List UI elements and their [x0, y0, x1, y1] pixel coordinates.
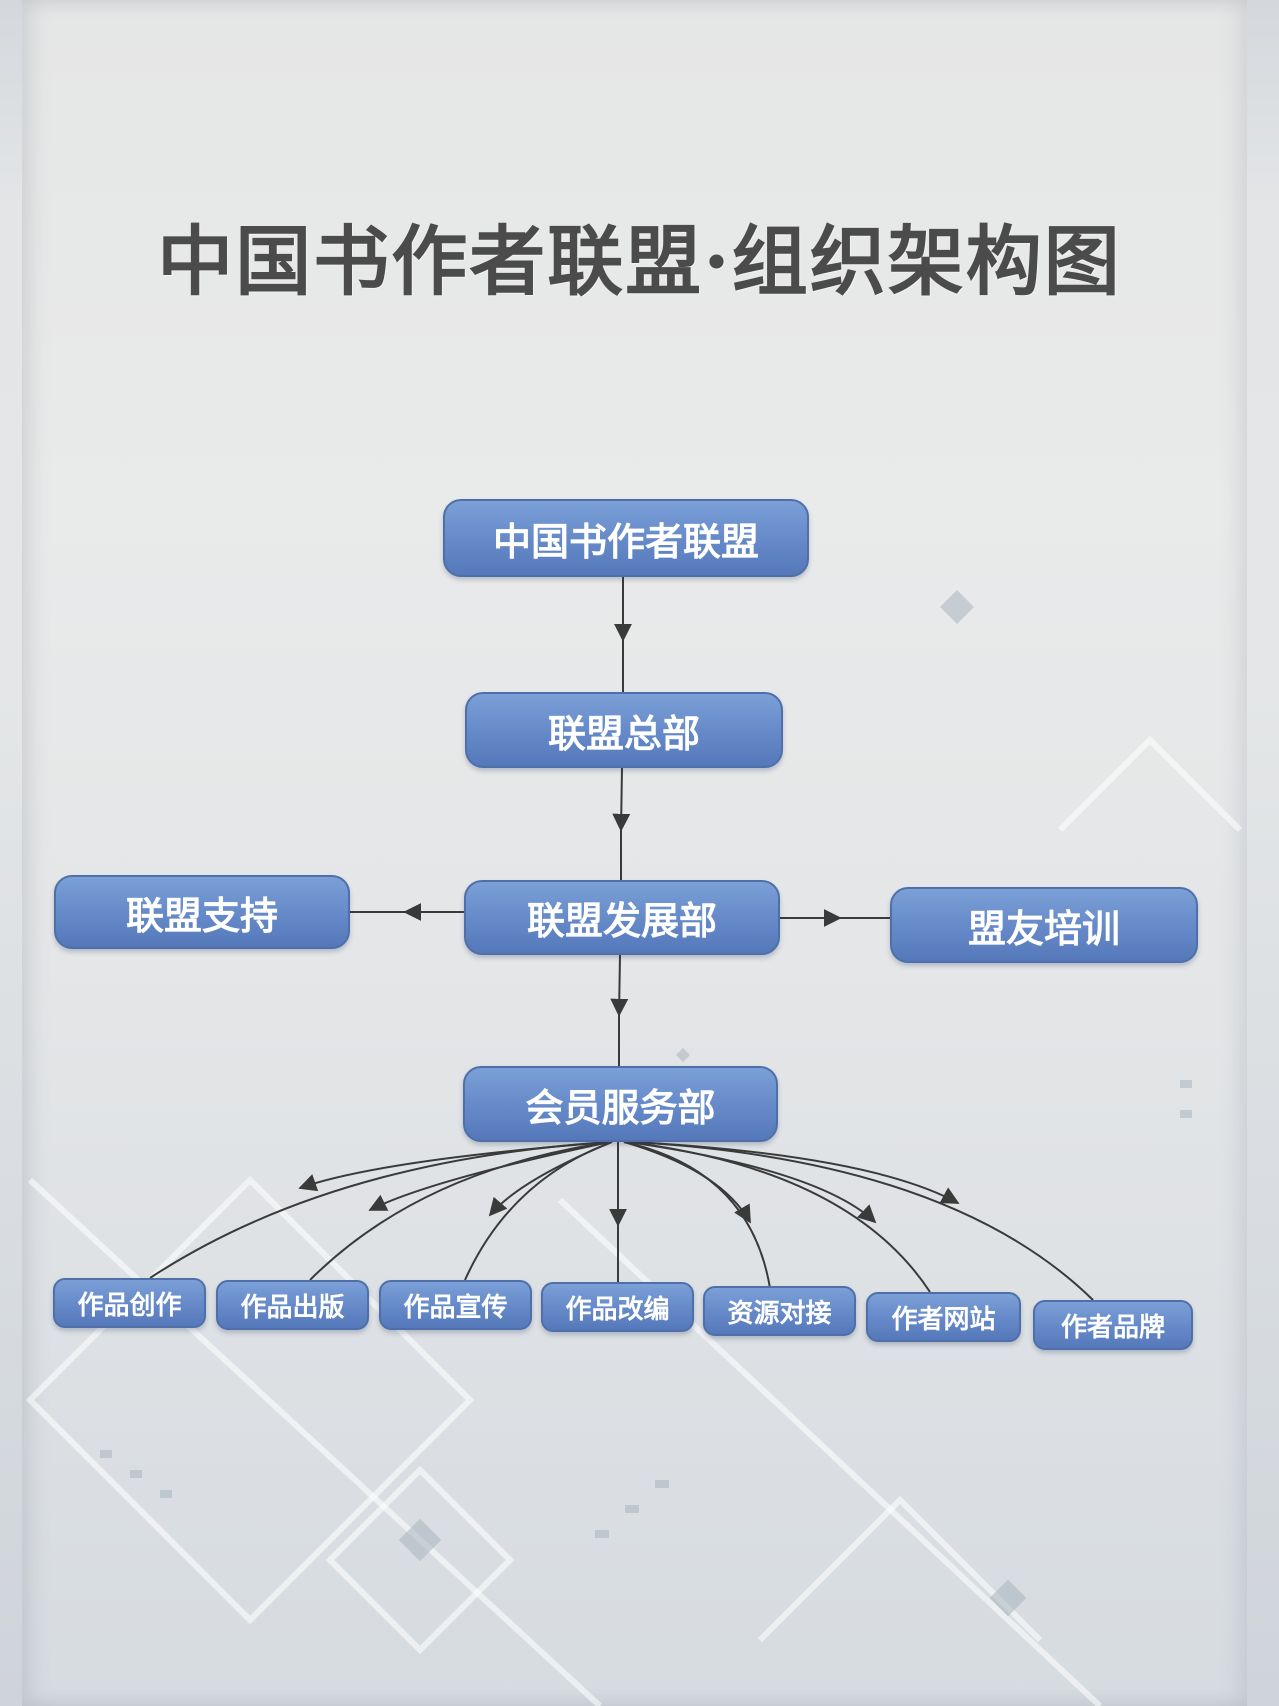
- edge-member-leaf-2: [309, 1141, 611, 1281]
- edge-dev-member: [610, 954, 629, 1017]
- leaf-node: 作者网站: [866, 1292, 1021, 1342]
- leaf-node: 作品改编: [541, 1282, 694, 1332]
- edge-member-leaf-3: [464, 1141, 613, 1281]
- leaf-node: 作品创作: [53, 1278, 206, 1328]
- node-hq: 联盟总部: [465, 692, 783, 768]
- node-training: 盟友培训: [890, 887, 1198, 963]
- leaf-node: 作者品牌: [1033, 1300, 1193, 1350]
- node-member: 会员服务部: [463, 1066, 778, 1142]
- edge-hq-dev: [612, 767, 631, 832]
- leaf-node: 作品宣传: [379, 1280, 532, 1330]
- node-root: 中国书作者联盟: [443, 499, 809, 577]
- node-support: 联盟支持: [54, 875, 350, 949]
- edge-member-leaf-1: [149, 1141, 611, 1279]
- poster-sheet: [22, 0, 1247, 1706]
- edge-member-leaf-5: [623, 1141, 771, 1289]
- leaf-node: 资源对接: [703, 1286, 856, 1336]
- edge-member-leaf-6: [627, 1141, 931, 1293]
- page-title: 中国书作者联盟·组织架构图: [157, 217, 1122, 306]
- edge-member-leaf-7: [631, 1141, 1094, 1301]
- leaf-node: 作品出版: [216, 1280, 369, 1330]
- node-dev: 联盟发展部: [464, 880, 780, 955]
